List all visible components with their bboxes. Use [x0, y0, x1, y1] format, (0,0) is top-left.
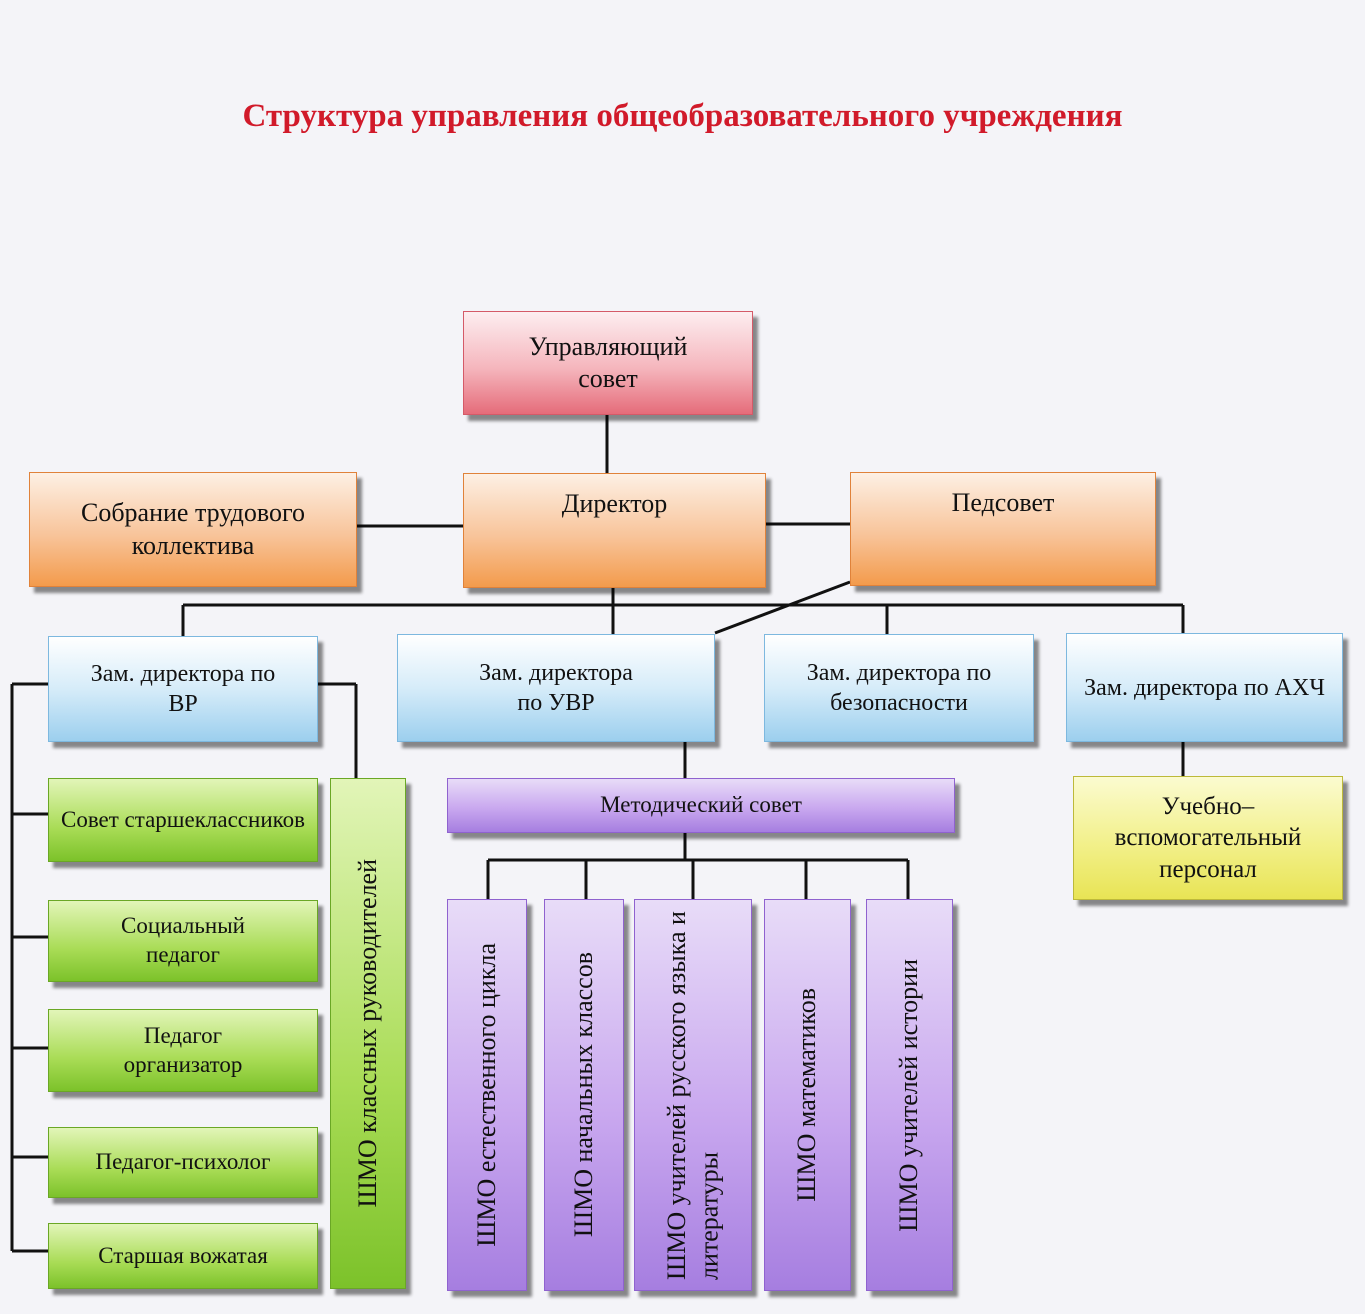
- psychologist-box: Педагог-психолог: [48, 1127, 318, 1198]
- senior-council-label: Совет старшеклассников: [60, 806, 305, 832]
- shmo-history-label: ШМО учителей истории: [894, 958, 924, 1232]
- senior-council-box: Совет старшеклассников: [48, 778, 318, 862]
- support-staff-label: Учебно–вспомогательный персонал: [1114, 793, 1302, 883]
- social-teacher-box: Социальный педагог: [48, 900, 318, 982]
- director-box: Директор: [463, 473, 766, 588]
- chart-title: Структура управления общеобразовательног…: [242, 98, 1123, 134]
- governing-council-label: Управляющий совет: [528, 331, 688, 394]
- director-label: Директор: [561, 489, 668, 518]
- governing-council-box: Управляющий совет: [463, 311, 753, 415]
- methodical-council-label: Методический совет: [600, 792, 802, 818]
- shmo-natural-box: ШМО естественного цикла: [447, 899, 527, 1291]
- psychologist-label: Педагог-психолог: [95, 1149, 271, 1175]
- senior-leader-box: Старшая вожатая: [48, 1223, 318, 1289]
- labor-assembly-label: Собрание трудового коллектива: [80, 498, 306, 560]
- deputy-uvr-label: Зам. директора по УВР: [479, 660, 633, 716]
- support-staff-box: Учебно–вспомогательный персонал: [1073, 776, 1343, 900]
- shmo-class-teachers-box: ШМО классных руководителей: [330, 778, 406, 1289]
- deputy-uvr-box: Зам. директора по УВР: [397, 634, 715, 742]
- shmo-math-box: ШМО математиков: [764, 899, 851, 1291]
- organizer-box: Педагог организатор: [48, 1009, 318, 1092]
- deputy-vr-label: Зам. директора по ВР: [90, 661, 276, 717]
- shmo-russian-label: ШМО учителей русского языка и литературы: [661, 911, 724, 1280]
- shmo-history-box: ШМО учителей истории: [866, 899, 953, 1291]
- shmo-primary-box: ШМО начальных классов: [544, 899, 624, 1291]
- line-pedsovet-uvr: [714, 580, 851, 635]
- pedsovet-label: Педсовет: [951, 488, 1055, 517]
- pedsovet-box: Педсовет: [850, 472, 1156, 586]
- senior-leader-label: Старшая вожатая: [98, 1242, 268, 1268]
- organizer-label: Педагог организатор: [123, 1022, 243, 1077]
- deputy-ahch-box: Зам. директора по АХЧ: [1066, 633, 1343, 742]
- deputy-ahch-label: Зам. директора по АХЧ: [1084, 674, 1325, 701]
- deputy-safety-label: Зам. директора по безопасности: [806, 660, 992, 716]
- labor-assembly-box: Собрание трудового коллектива: [29, 472, 357, 587]
- social-teacher-label: Социальный педагог: [121, 913, 245, 967]
- shmo-class-teachers-label: ШМО классных руководителей: [352, 859, 382, 1208]
- shmo-natural-label: ШМО естественного цикла: [471, 943, 501, 1247]
- shmo-math-label: ШМО математиков: [792, 988, 822, 1202]
- shmo-primary-label: ШМО начальных классов: [568, 952, 598, 1238]
- methodical-council-box: Методический совет: [447, 778, 955, 833]
- shmo-russian-box: ШМО учителей русского языка и литературы: [634, 899, 752, 1291]
- deputy-safety-box: Зам. директора по безопасности: [764, 634, 1034, 742]
- deputy-vr-box: Зам. директора по ВР: [48, 636, 318, 742]
